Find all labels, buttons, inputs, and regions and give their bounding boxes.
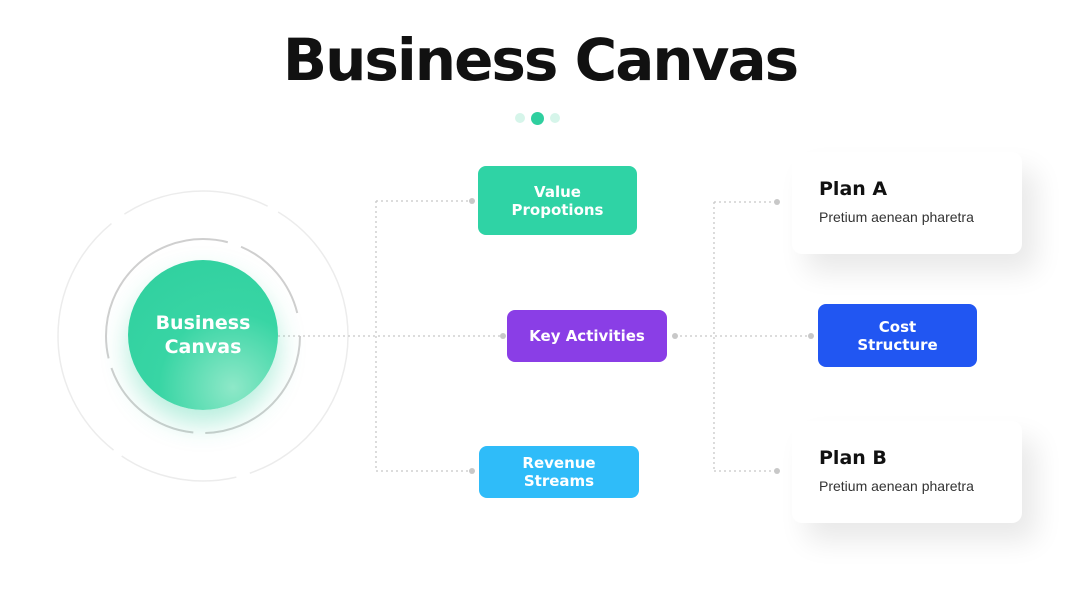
hub-label-line2: Canvas [164,336,242,358]
endpoint-dot [774,468,780,474]
node-label-line1: Value [534,182,581,201]
endpoint-dot [469,468,475,474]
card-plan-a[interactable]: Plan A Pretium aenean pharetra [792,152,1022,254]
connector-endpoints [469,198,814,474]
hub-label-line1: Business [155,312,251,334]
pagination-dot[interactable] [550,113,560,123]
page-title: Business Canvas [282,26,799,94]
node-label: Key Activities [529,327,645,345]
card-text: Pretium aenean pharetra [819,209,974,225]
endpoint-dot [500,333,506,339]
node-label-line1: Revenue [522,454,596,472]
node-label-line2: Structure [857,335,938,354]
pagination-dots [515,111,560,125]
node-key-activities[interactable]: Key Activities [507,310,667,362]
card-title: Plan B [819,447,887,469]
node-revenue-streams[interactable]: Revenue Streams [479,446,639,498]
node-value-propotions[interactable]: Value Propotions [478,166,637,235]
endpoint-dot [774,199,780,205]
card-text: Pretium aenean pharetra [819,478,974,494]
node-label-line1: Cost [878,317,917,336]
pagination-dot[interactable] [515,113,525,123]
endpoint-dot [469,198,475,204]
node-label-line2: Propotions [511,200,604,219]
dotted-connectors [278,200,811,472]
endpoint-dot [808,333,814,339]
hub-business-canvas[interactable]: Business Canvas [128,260,278,410]
node-label-line2: Streams [523,472,595,490]
pagination-dot-active[interactable] [531,111,544,125]
card-plan-b[interactable]: Plan B Pretium aenean pharetra [792,421,1022,523]
card-title: Plan A [819,178,888,200]
node-cost-structure[interactable]: Cost Structure [818,304,977,367]
endpoint-dot [672,333,678,339]
